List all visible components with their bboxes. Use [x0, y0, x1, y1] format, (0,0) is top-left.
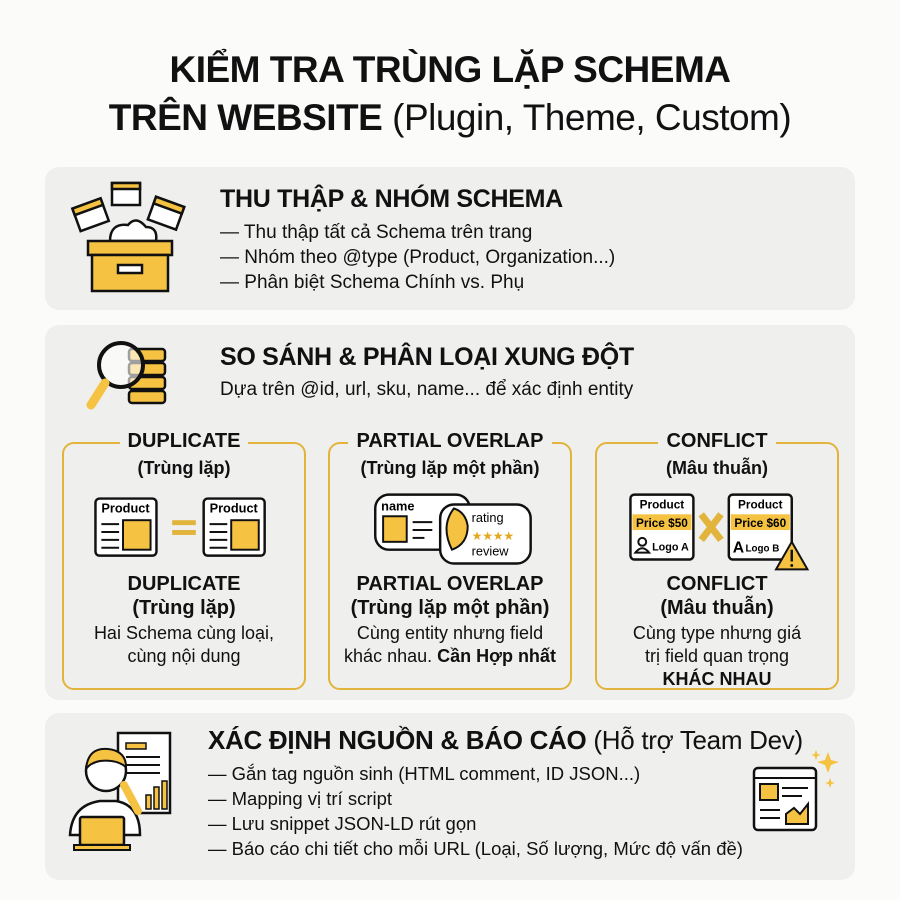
page-title: KIỂM TRA TRÙNG LẶP SCHEMA TRÊN WEBSITE (… [0, 46, 900, 142]
card-bottom-title: DUPLICATE [127, 573, 241, 595]
card-bottom-subtitle: (Mâu thuẫn) [660, 597, 774, 619]
card-bottom-subtitle: (Trùng lặp một phần) [350, 597, 550, 619]
bullet: — Mapping vị trí script [208, 788, 393, 809]
bullet: — Nhóm theo @type (Product, Organization… [220, 247, 616, 268]
svg-text:Product: Product [101, 500, 150, 515]
title-bold: TRÊN WEBSITE [108, 97, 383, 138]
card-desc-2: cùng nội dung [127, 646, 241, 666]
duplicate-card: DUPLICATE (Trùng lặp) Product Product DU… [62, 430, 306, 690]
sparkle-icon [817, 752, 839, 773]
section-title-light: (Hỗ trợ Team Dev) [593, 725, 803, 755]
svg-text:rating: rating [472, 510, 504, 525]
partial-overlap-card: PARTIAL OVERLAP (Trùng lặp một phần) nam… [328, 430, 572, 690]
section-title: SO SÁNH & PHÂN LOẠI XUNG ĐỘT [220, 343, 634, 371]
title-line-1: KIỂM TRA TRÙNG LẶP SCHEMA [169, 49, 732, 90]
card-bottom-subtitle: (Trùng lặp) [132, 597, 236, 619]
collect-panel: THU THẬP & NHÓM SCHEMA — Thu thập tất cả… [45, 167, 855, 310]
title-light: (Plugin, Theme, Custom) [392, 97, 792, 138]
developer-report-icon [68, 731, 172, 851]
card-bottom-title: PARTIAL OVERLAP [356, 573, 544, 595]
bullet: — Gắn tag nguồn sinh (HTML comment, ID J… [208, 763, 641, 784]
svg-text:Product: Product [738, 497, 783, 511]
bullet: — Thu thập tất cả Schema trên trang [220, 222, 533, 243]
card-desc-2: trị field quan trọng [644, 646, 790, 666]
card-subtitle: (Mâu thuẫn) [666, 458, 768, 478]
card-title: PARTIAL OVERLAP [348, 430, 552, 452]
svg-text:Logo A: Logo A [652, 542, 689, 554]
card-desc: Hai Schema cùng loại, [93, 623, 275, 643]
card-desc-bold: Cần Hợp nhất [437, 646, 556, 666]
svg-text:review: review [472, 544, 510, 559]
bullet: — Lưu snippet JSON-LD rút gọn [208, 813, 477, 834]
bullet-list: — Thu thập tất cả Schema trên trang — Nh… [220, 220, 615, 295]
svg-text:Product: Product [210, 500, 259, 515]
card-title: CONFLICT [658, 430, 776, 452]
dashboard-window-icon [752, 750, 839, 832]
card-title: DUPLICATE [119, 430, 249, 452]
section-title-bold: XÁC ĐỊNH NGUỒN & BÁO CÁO [208, 725, 587, 755]
svg-text:Price $50: Price $50 [636, 516, 688, 530]
svg-text:A: A [733, 540, 744, 557]
card-desc-bold: KHÁC NHAU [662, 669, 772, 689]
svg-text:★★★★: ★★★★ [472, 529, 514, 543]
bullet-list: — Gắn tag nguồn sinh (HTML comment, ID J… [208, 761, 743, 861]
svg-text:name: name [381, 498, 414, 513]
title-line-2: TRÊN WEBSITE (Plugin, Theme, Custom) [0, 94, 900, 142]
card-desc: Cùng type nhưng giá [632, 623, 802, 643]
magnifier-database-icon [86, 341, 167, 410]
overlap-venn-icon: name rating ★★★★ review [374, 493, 532, 565]
conflict-products-icon: Product Price $50 Logo A Product Price $… [629, 493, 810, 571]
card-subtitle: (Trùng lặp một phần) [360, 458, 540, 478]
archive-box-icon [70, 181, 186, 293]
bullet: — Báo cáo chi tiết cho mỗi URL (Loại, Số… [208, 838, 743, 859]
card-bottom-title: CONFLICT [666, 573, 768, 595]
section-title: THU THẬP & NHÓM SCHEMA [220, 185, 563, 213]
conflict-card: CONFLICT (Mâu thuẫn) Product Price $50 L… [595, 430, 839, 690]
report-panel: XÁC ĐỊNH NGUỒN & BÁO CÁO (Hỗ trợ Team De… [45, 713, 855, 880]
svg-text:Logo B: Logo B [746, 544, 780, 555]
card-desc-2: khác nhau. [344, 646, 433, 666]
card-desc: Cùng entity nhưng field [356, 623, 544, 643]
duplicate-documents-icon: Product Product [94, 497, 266, 557]
section-subtitle: Dựa trên @id, url, sku, name... để xác đ… [220, 379, 634, 400]
card-subtitle: (Trùng lặp) [137, 458, 231, 478]
bullet: — Phân biệt Schema Chính vs. Phụ [220, 272, 525, 293]
svg-text:Product: Product [640, 497, 685, 511]
svg-text:Price $60: Price $60 [734, 516, 786, 530]
section-title: XÁC ĐỊNH NGUỒN & BÁO CÁO (Hỗ trợ Team De… [208, 725, 803, 756]
